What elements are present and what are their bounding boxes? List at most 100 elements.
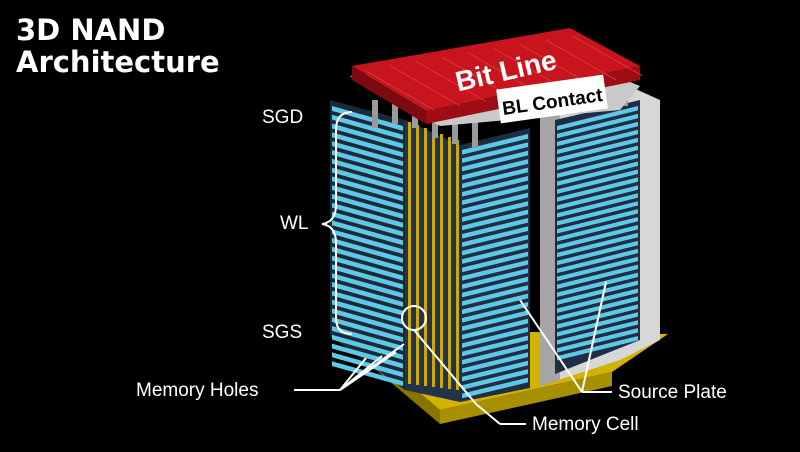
layer-band-left [332, 299, 403, 325]
page-title: 3D NAND Architecture [16, 14, 220, 78]
layer-band-left [332, 229, 403, 255]
memory-hole-pillar [424, 128, 427, 386]
layer-band-rear [557, 264, 638, 290]
layer-band-left [332, 246, 403, 272]
layer-band-left [332, 255, 403, 281]
layer-band-right [462, 344, 528, 365]
layer-band-rear [557, 328, 638, 353]
layer-band-left [332, 220, 403, 246]
layer-band-left [332, 290, 403, 316]
layer-band-left [332, 123, 403, 149]
layer-band-right [462, 377, 528, 399]
memory-holes-label: Memory Holes [136, 380, 259, 401]
layer-band-rear [557, 209, 638, 234]
layer-band-left [332, 176, 403, 202]
layer-band-rear [557, 232, 638, 258]
layer-band-rear [557, 256, 638, 282]
layer-band-right [462, 209, 528, 231]
layer-brace [321, 111, 353, 335]
layer-band-left [332, 141, 403, 167]
layer-band-left [332, 343, 403, 369]
layer-band-left [332, 326, 403, 351]
layer-band-rear [557, 336, 638, 361]
layer-band-right [462, 310, 528, 332]
layer-band-rear [557, 129, 638, 155]
memory-hole-pillar [432, 131, 435, 387]
bit-line-stripe [519, 43, 591, 85]
layer-band-rear [557, 106, 638, 131]
layer-band-left [332, 114, 403, 140]
layer-band-rear [557, 272, 638, 297]
layer-band-right [462, 352, 528, 374]
word-line-layers [332, 106, 638, 399]
layer-band-left [332, 167, 403, 193]
layer-band-right [462, 184, 528, 206]
layer-band-right [462, 251, 528, 273]
layer-band-left [332, 282, 403, 307]
sgd-label: SGD [262, 107, 304, 128]
layer-band-rear [557, 280, 638, 305]
layer-band-right [462, 276, 528, 298]
sgs-label: SGS [262, 322, 303, 343]
layer-band-right [462, 150, 528, 172]
layer-band-left [332, 308, 403, 334]
memory-hole-pillar [440, 134, 443, 388]
layer-band-right [462, 142, 528, 164]
layer-band-rear [557, 193, 638, 218]
layer-band-left [332, 361, 403, 387]
layer-band-rear [557, 113, 638, 139]
layer-band-rear [557, 153, 638, 178]
bit-line-stripe [389, 65, 461, 107]
bl-contact-post [452, 116, 458, 144]
layer-band-rear [557, 177, 638, 202]
layer-band-left [332, 158, 403, 184]
layer-band-right [462, 218, 528, 239]
bl-contact-box [496, 74, 608, 124]
layer-band-right [462, 327, 528, 348]
layer-band-rear [557, 137, 638, 163]
layer-band-right [462, 260, 528, 281]
bl-contact-post [432, 110, 438, 138]
bit-line-stripe [545, 39, 617, 81]
layer-band-right [462, 234, 528, 256]
layer-band-right [462, 176, 528, 197]
layer-band-right [462, 268, 528, 290]
layer-band-right [462, 134, 528, 155]
layer-band-right [462, 201, 528, 222]
layer-band-rear [557, 121, 638, 147]
layer-band-rear [557, 248, 638, 274]
layer-band-right [462, 192, 528, 214]
layer-band-left [332, 317, 403, 343]
source-plate-label: Source Plate [618, 382, 727, 403]
bit-line-stripe [571, 35, 643, 77]
layer-band-right [462, 243, 528, 264]
bl-contact-post [472, 120, 478, 148]
memory-hole-pillar [448, 137, 451, 389]
layer-band-right [462, 369, 528, 390]
layer-band-left [332, 264, 403, 290]
bl-contact-post [392, 96, 398, 124]
layer-band-rear [557, 320, 638, 345]
layer-band-right [462, 318, 528, 340]
layer-band-left [332, 273, 403, 299]
layer-band-left [332, 238, 403, 263]
layer-band-right [462, 167, 528, 189]
layer-band-left [332, 150, 403, 175]
layer-band-rear [557, 296, 638, 321]
memory-cell-label: Memory Cell [532, 414, 639, 435]
layer-band-rear [557, 288, 638, 313]
layer-band-rear [557, 201, 638, 226]
layer-band-left [332, 185, 403, 211]
layer-band-rear [557, 217, 638, 242]
layer-band-left [332, 132, 403, 158]
layer-band-rear [557, 169, 638, 194]
layer-band-rear [557, 225, 638, 250]
layer-band-left [332, 352, 403, 378]
title-line-2: Architecture [16, 45, 220, 79]
memory-hole-pillar [408, 122, 411, 384]
memory-hole-pillar [416, 125, 419, 385]
memory-hole-pillar [456, 140, 459, 390]
layer-band-right [462, 293, 528, 315]
layer-band-left [332, 334, 403, 360]
